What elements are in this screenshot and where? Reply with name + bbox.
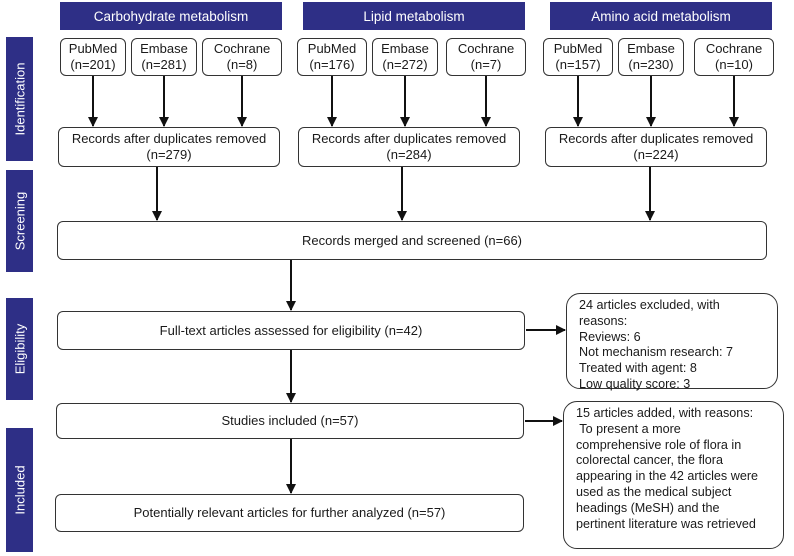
stage-eligibility: Eligibility: [6, 298, 33, 400]
source-count: (n=176): [309, 57, 355, 72]
stage-screening: Screening: [6, 170, 33, 272]
header-amino-acid: Amino acid metabolism: [550, 2, 772, 30]
final-analyzed-box: Potentially relevant articles for furthe…: [55, 494, 524, 532]
studies-included-text: Studies included (n=57): [221, 413, 359, 428]
dedup-box-lipid: Records after duplicates removed (n=284): [298, 127, 520, 167]
dedup-label: Records after duplicates removed: [558, 131, 754, 146]
source-name: PubMed: [68, 41, 118, 56]
added-line: appearing in the 42 articles were: [576, 469, 759, 484]
merged-screened-text: Records merged and screened (n=66): [301, 232, 523, 248]
final-analyzed-text: Potentially relevant articles for furthe…: [133, 505, 446, 520]
dedup-count: (n=284): [386, 147, 432, 162]
studies-included-box: Studies included (n=57): [56, 403, 524, 439]
source-name: Embase: [140, 41, 188, 56]
source-name: Cochrane: [213, 41, 271, 56]
dedup-box-carb: Records after duplicates removed (n=279): [58, 127, 280, 167]
added-line: 15 articles added, with reasons:: [576, 406, 754, 420]
header-lipid: Lipid metabolism: [303, 2, 525, 30]
excluded-line: Low quality score: 3: [579, 376, 691, 391]
source-count: (n=7): [470, 57, 502, 72]
source-name: Cochrane: [705, 41, 763, 56]
source-box-carb-pubmed: PubMed (n=201): [60, 38, 126, 76]
source-count: (n=272): [382, 57, 428, 72]
excluded-line: Reviews: 6: [579, 329, 641, 344]
source-count: (n=281): [141, 57, 187, 72]
source-box-amino-cochrane: Cochrane (n=10): [694, 38, 774, 76]
added-line: used as the medical subject: [576, 484, 732, 499]
source-name: Embase: [627, 41, 675, 56]
source-box-lipid-pubmed: PubMed (n=176): [297, 38, 367, 76]
source-box-amino-embase: Embase (n=230): [618, 38, 684, 76]
excluded-title: 24 articles excluded, with: [579, 298, 720, 312]
fulltext-assessed-box: Full-text articles assessed for eligibil…: [57, 311, 525, 350]
added-line: headings (MeSH) and the: [576, 500, 720, 515]
excluded-line: Not mechanism research: 7: [579, 345, 733, 360]
dedup-count: (n=224): [633, 147, 679, 162]
source-name: Embase: [381, 41, 429, 56]
source-box-amino-pubmed: PubMed (n=157): [543, 38, 613, 76]
added-line: pertinent literature was retrieved: [576, 516, 756, 531]
source-box-lipid-cochrane: Cochrane (n=7): [446, 38, 526, 76]
source-name: PubMed: [307, 41, 357, 56]
source-count: (n=201): [70, 57, 116, 72]
dedup-label: Records after duplicates removed: [71, 131, 267, 146]
fulltext-assessed-text: Full-text articles assessed for eligibil…: [159, 322, 423, 338]
source-count: (n=10): [715, 57, 753, 72]
stage-identification: Identification: [6, 37, 33, 161]
added-line: comprehensive role of flora in: [576, 437, 742, 452]
dedup-label: Records after duplicates removed: [311, 131, 507, 146]
source-name: PubMed: [553, 41, 603, 56]
source-box-carb-cochrane: Cochrane (n=8): [202, 38, 282, 76]
stage-included: Included: [6, 428, 33, 552]
source-count: (n=230): [628, 57, 674, 72]
header-carbohydrate: Carbohydrate metabolism: [60, 2, 282, 30]
added-line: colorectal cancer, the flora: [576, 453, 724, 468]
dedup-count: (n=279): [146, 147, 192, 162]
dedup-box-amino: Records after duplicates removed (n=224): [545, 127, 767, 167]
excluded-line: Treated with agent: 8: [579, 361, 697, 376]
source-name: Cochrane: [457, 41, 515, 56]
source-count: (n=8): [226, 57, 258, 72]
source-count: (n=157): [555, 57, 601, 72]
added-reasons-box: 15 articles added, with reasons: To pres…: [563, 401, 784, 549]
source-box-lipid-embase: Embase (n=272): [372, 38, 438, 76]
merged-screened-box: Records merged and screened (n=66): [57, 221, 767, 260]
added-line: To present a more: [576, 421, 681, 436]
source-box-carb-embase: Embase (n=281): [131, 38, 197, 76]
excluded-line: reasons:: [579, 313, 628, 328]
excluded-reasons-box: 24 articles excluded, with reasons: Revi…: [566, 293, 778, 391]
